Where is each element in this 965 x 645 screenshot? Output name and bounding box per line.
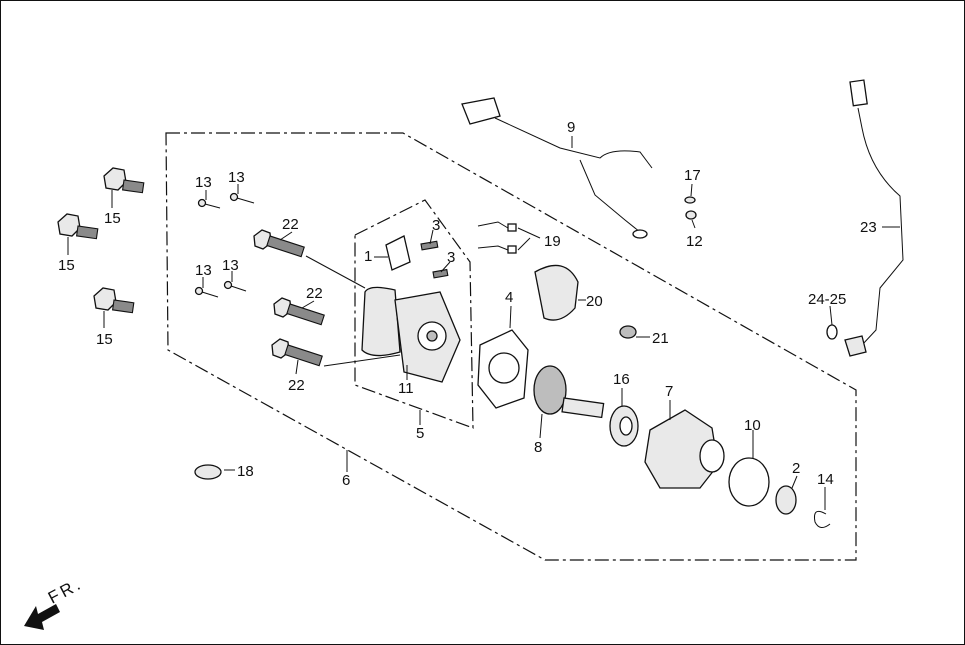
part-label: 7 bbox=[665, 383, 673, 400]
long-bolt-22-c bbox=[271, 338, 323, 367]
flange-bolt-15-c bbox=[93, 287, 135, 314]
part-label: 6 bbox=[342, 472, 350, 489]
brush-holder-1 bbox=[385, 235, 411, 271]
starter-motor-11 bbox=[361, 286, 461, 383]
part-label: 4 bbox=[505, 289, 513, 306]
spring-3-a bbox=[420, 240, 439, 251]
part-label: 13 bbox=[195, 262, 212, 279]
bolt-22-guide-c bbox=[323, 354, 401, 367]
flange-bolt-15-a bbox=[103, 167, 145, 194]
part-label: 17 bbox=[684, 167, 701, 184]
part-label: 12 bbox=[686, 233, 703, 250]
front-direction-indicator: FR. bbox=[24, 574, 86, 630]
o-ring-10 bbox=[728, 457, 770, 507]
part-label: 24-25 bbox=[808, 291, 846, 308]
part-labels: 13 13 13 13 15 15 15 22 22 22 1 3 3 11 5… bbox=[58, 119, 877, 489]
part-label: 15 bbox=[58, 257, 75, 274]
bearing-16 bbox=[609, 405, 639, 447]
screw-13-a bbox=[197, 198, 221, 209]
screw-13-b bbox=[229, 192, 255, 204]
gear-shaft-8 bbox=[533, 365, 605, 419]
part-label: 15 bbox=[104, 210, 121, 227]
part-label: 9 bbox=[567, 119, 575, 136]
screw-13-c bbox=[194, 286, 219, 298]
part-label: 10 bbox=[744, 417, 761, 434]
long-bolt-22-b bbox=[273, 297, 325, 326]
long-bolt-22-a bbox=[253, 229, 305, 258]
leader-lines bbox=[67, 136, 900, 510]
flange-bolt-15-b bbox=[57, 213, 99, 240]
part-label: 11 bbox=[398, 380, 414, 397]
brush-lead-19 bbox=[477, 221, 517, 254]
bolt-17 bbox=[684, 196, 696, 204]
part-label: 16 bbox=[613, 371, 630, 388]
part-label: 22 bbox=[288, 377, 305, 394]
spring-3-b bbox=[432, 268, 449, 279]
part-label: 3 bbox=[447, 249, 455, 266]
screw-13-d bbox=[223, 280, 247, 292]
sensor-cable-23 bbox=[844, 79, 904, 357]
part-label: 5 bbox=[416, 425, 424, 442]
part-label: 13 bbox=[195, 174, 212, 191]
part-label: 14 bbox=[817, 471, 834, 488]
washer-18 bbox=[194, 464, 222, 480]
part-label: 21 bbox=[652, 330, 669, 347]
bolt-22-guide-a bbox=[305, 255, 366, 289]
direction-label: FR. bbox=[45, 574, 86, 608]
part-label: 1 bbox=[364, 248, 372, 265]
part-label: 13 bbox=[228, 169, 245, 186]
part-label: 2 bbox=[792, 460, 800, 477]
assembly-6-boundary bbox=[165, 132, 857, 561]
part-label: 3 bbox=[432, 217, 440, 234]
direction-arrow-icon bbox=[24, 604, 60, 630]
wire-harness-9 bbox=[461, 97, 653, 239]
cover-20 bbox=[534, 264, 579, 321]
gasket-4 bbox=[477, 329, 529, 409]
bolt-12 bbox=[685, 210, 697, 220]
o-ring-24-25 bbox=[826, 324, 838, 340]
part-label: 20 bbox=[586, 293, 603, 310]
sensor-21 bbox=[619, 325, 637, 339]
part-label: 23 bbox=[860, 219, 877, 236]
gear-2 bbox=[775, 485, 797, 515]
part-label: 15 bbox=[96, 331, 113, 348]
part-label: 8 bbox=[534, 439, 542, 456]
circlip-14 bbox=[814, 510, 831, 528]
part-label: 22 bbox=[306, 285, 323, 302]
part-label: 19 bbox=[544, 233, 561, 250]
assembly-5-boundary bbox=[354, 199, 474, 429]
part-label: 22 bbox=[282, 216, 299, 233]
part-label: 13 bbox=[222, 257, 239, 274]
housing-7 bbox=[644, 409, 725, 489]
part-label: 18 bbox=[237, 463, 254, 480]
